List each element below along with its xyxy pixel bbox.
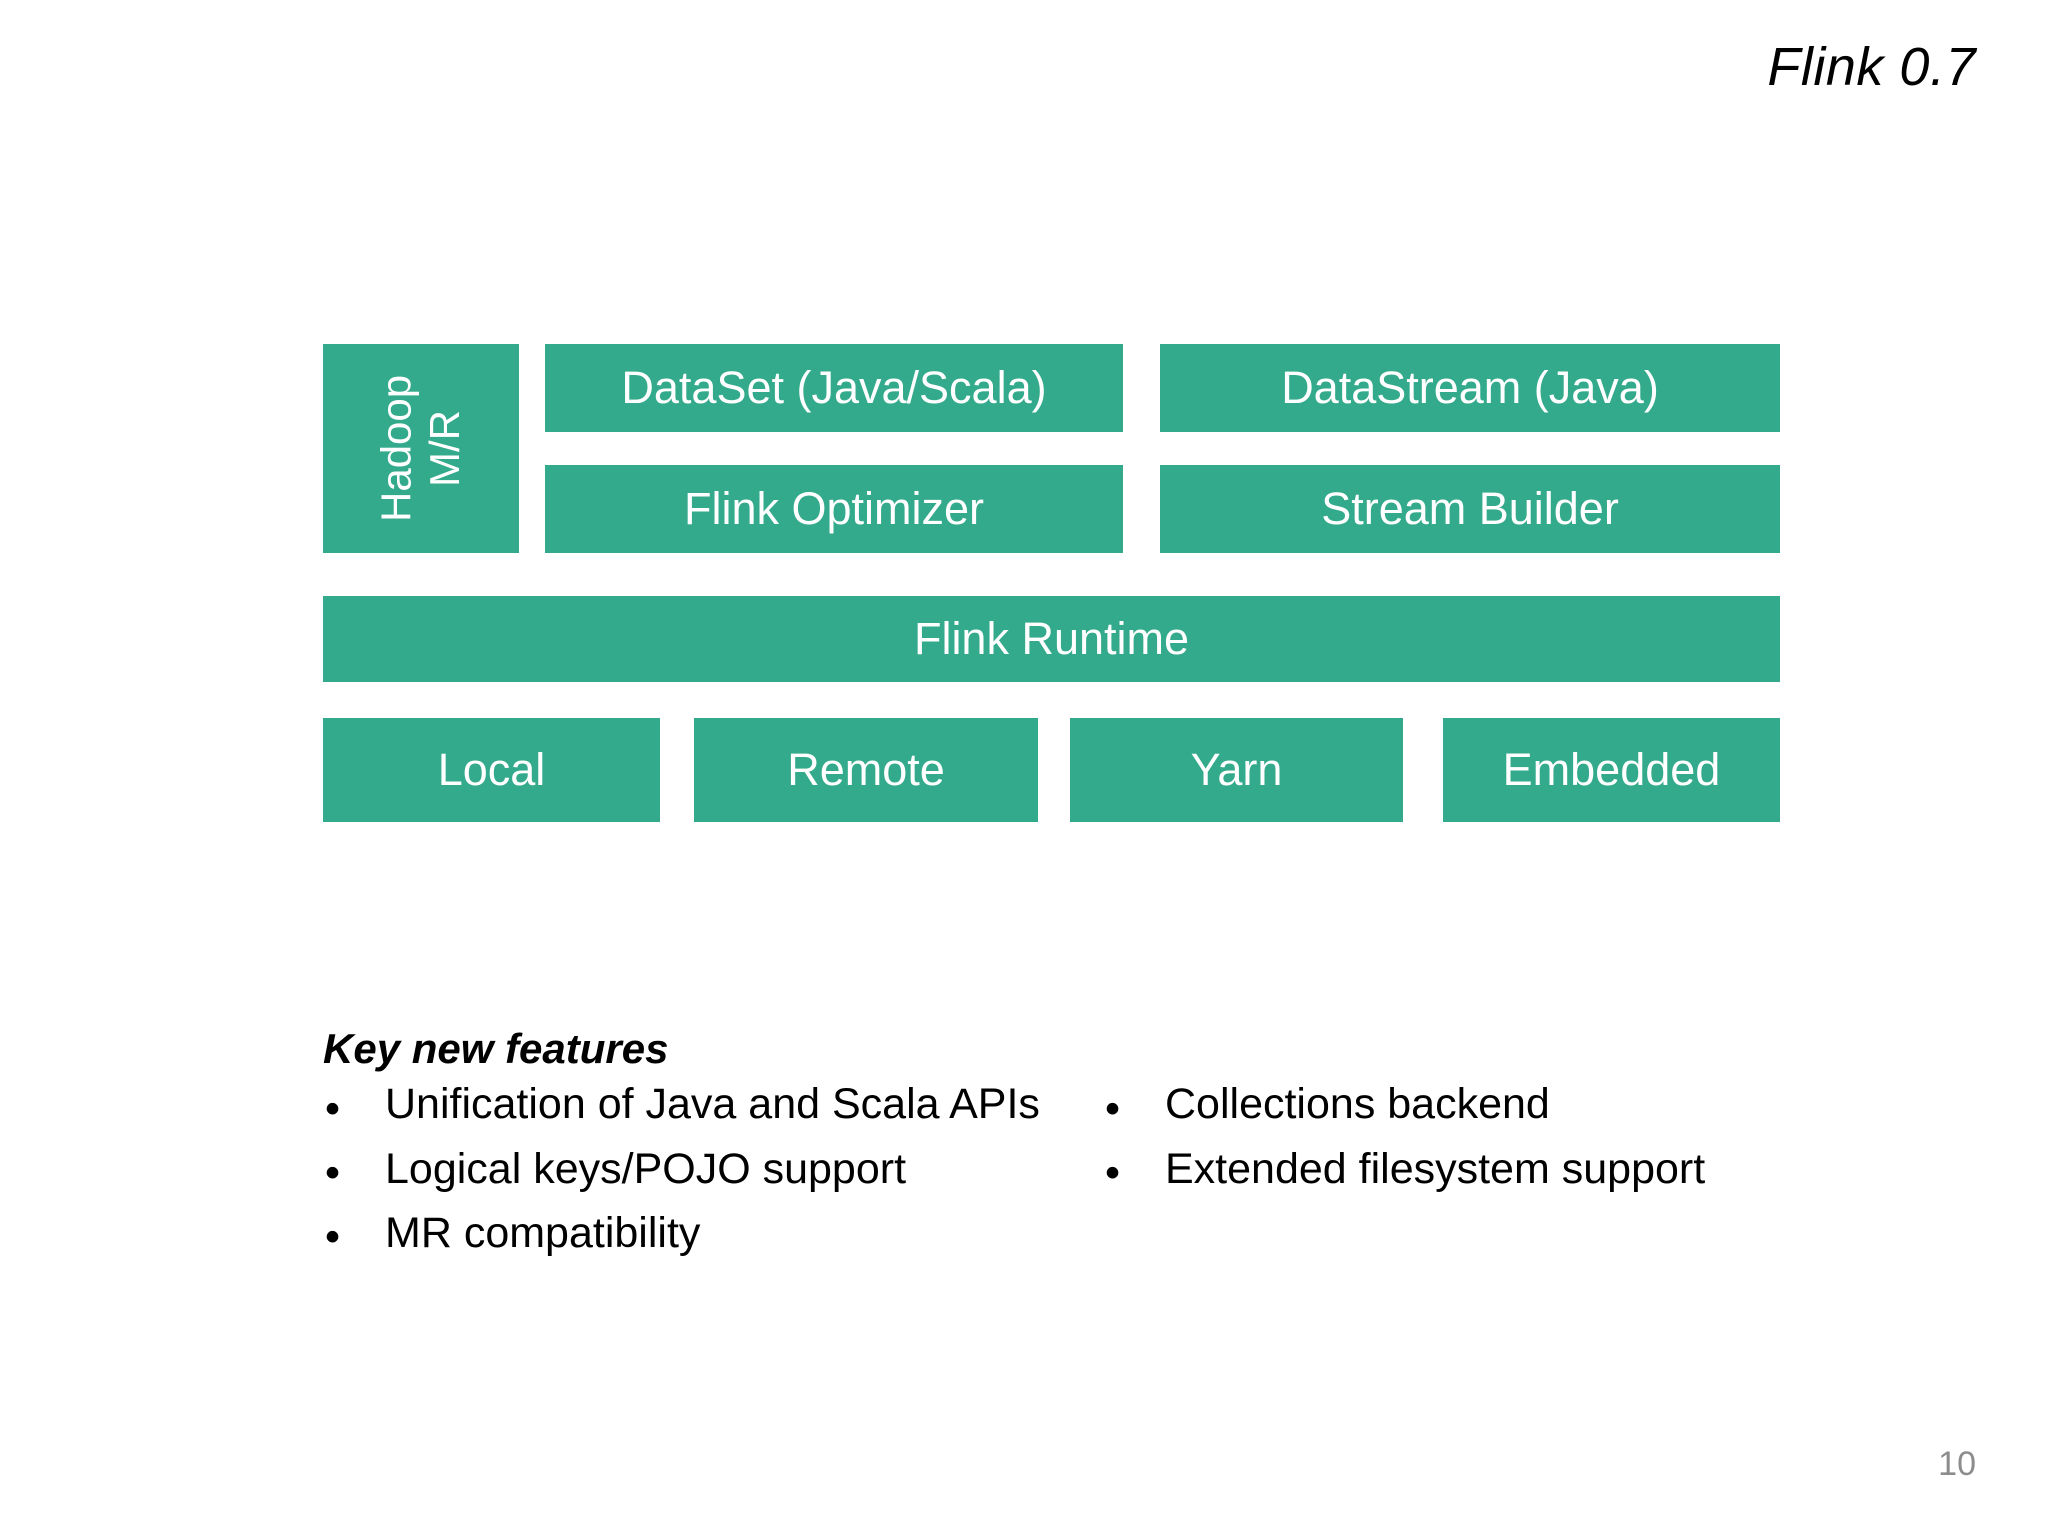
diagram-box-flink-runtime: Flink Runtime [323, 596, 1780, 682]
list-item: • Extended filesystem support [1103, 1144, 1863, 1197]
key-new-features-section: Key new features • Unification of Java a… [323, 1024, 1873, 1261]
list-item: • Logical keys/POJO support [323, 1144, 1043, 1197]
bullet-icon: • [325, 1084, 341, 1133]
diagram-box-dataset-api: DataSet (Java/Scala) [545, 344, 1123, 432]
bullet-icon: • [1105, 1148, 1121, 1197]
list-item-label: Collections backend [1165, 1080, 1550, 1129]
diagram-box-embedded: Embedded [1443, 718, 1780, 822]
page-number: 10 [1938, 1445, 1976, 1483]
bullet-icon: • [325, 1213, 341, 1261]
slide-title: Flink 0.7 [1767, 37, 1976, 97]
features-left-column: • Unification of Java and Scala APIs • L… [323, 1080, 1043, 1272]
list-item-label: Extended filesystem support [1165, 1144, 1706, 1193]
diagram-box-hadoop-mr: Hadoop M/R [323, 344, 519, 553]
architecture-diagram: Hadoop M/R DataSet (Java/Scala) DataStre… [323, 344, 1780, 822]
features-right-list: • Collections backend • Extended filesys… [1103, 1080, 1863, 1197]
list-item-label: Unification of Java and Scala APIs [385, 1080, 1040, 1129]
diagram-box-yarn: Yarn [1070, 718, 1403, 822]
list-item-label: Logical keys/POJO support [385, 1144, 907, 1193]
diagram-box-datastream-api: DataStream (Java) [1160, 344, 1780, 432]
bullet-icon: • [325, 1148, 341, 1197]
features-left-list: • Unification of Java and Scala APIs • L… [323, 1080, 1043, 1261]
diagram-box-local: Local [323, 718, 660, 822]
list-item: • MR compatibility [323, 1208, 1043, 1261]
list-item-label: MR compatibility [385, 1208, 701, 1257]
list-item: • Unification of Java and Scala APIs [323, 1080, 1043, 1132]
features-right-column: • Collections backend • Extended filesys… [1103, 1080, 1863, 1208]
list-item: • Collections backend [1103, 1080, 1863, 1132]
diagram-box-flink-optimizer: Flink Optimizer [545, 465, 1123, 553]
diagram-box-stream-builder: Stream Builder [1160, 465, 1780, 553]
features-heading: Key new features [323, 1025, 669, 1072]
diagram-box-remote: Remote [694, 718, 1038, 822]
bullet-icon: • [1105, 1084, 1121, 1133]
